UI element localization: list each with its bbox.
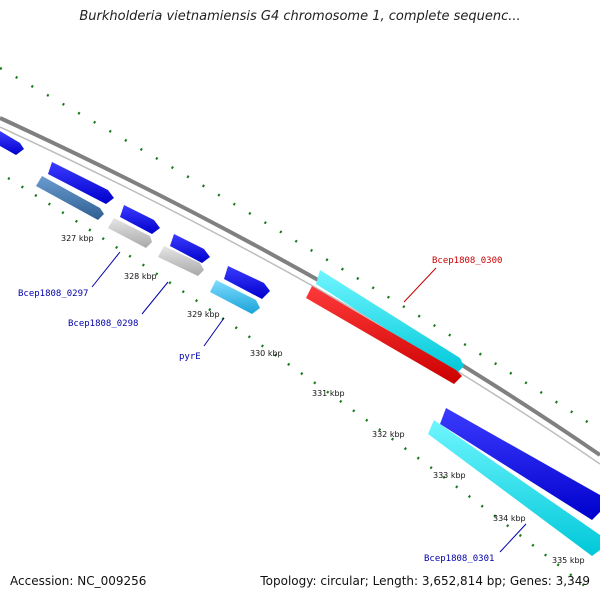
feature-cds-forward-4 xyxy=(170,234,210,263)
tick-label-327: 327 kbp xyxy=(61,234,94,243)
feature-other-steel xyxy=(36,176,104,220)
backbone-inner xyxy=(0,126,600,465)
accession-text: Accession: NC_009256 xyxy=(10,574,147,588)
feature-rna-cyan-2 xyxy=(428,420,600,556)
inner-tick-ring xyxy=(7,176,591,591)
tick-label-330: 330 kbp xyxy=(250,349,283,358)
leader-bcep0300 xyxy=(403,267,437,303)
leader-bcep0297 xyxy=(91,251,121,288)
tick-label-329: 329 kbp xyxy=(187,310,220,319)
feature-pseudo-grey-1 xyxy=(108,218,152,248)
tick-label-328: 328 kbp xyxy=(124,272,157,281)
leader-bcep0298 xyxy=(141,281,169,315)
tick-label-335: 335 kbp xyxy=(552,556,585,565)
leader-bcep0301 xyxy=(499,523,527,553)
feature-cds-forward-3 xyxy=(120,205,160,234)
gene-label-bcep0297[interactable]: Bcep1808_0297 xyxy=(18,289,88,299)
feature-cds-reverse-red xyxy=(306,286,462,384)
tick-label-333: 333 kbp xyxy=(433,471,466,480)
gene-label-pyrE[interactable]: pyrE xyxy=(179,352,201,362)
gene-label-bcep0301[interactable]: Bcep1808_0301 xyxy=(424,554,494,564)
feature-misc-sky xyxy=(210,280,260,314)
feature-cds-forward-1 xyxy=(0,131,24,155)
feature-pseudo-grey-2 xyxy=(158,246,204,276)
feature-cds-forward-5 xyxy=(224,266,270,299)
tick-label-331: 331 kbp xyxy=(312,389,345,398)
tick-label-332: 332 kbp xyxy=(372,430,405,439)
gene-label-bcep0298[interactable]: Bcep1808_0298 xyxy=(68,319,138,329)
tick-label-334: 334 kbp xyxy=(493,514,526,523)
feature-cds-forward-2 xyxy=(48,162,114,204)
backbone-outer xyxy=(0,116,600,457)
feature-rna-cyan-1 xyxy=(316,270,464,374)
gene-label-bcep0300[interactable]: Bcep1808_0300 xyxy=(432,256,502,266)
topology-stats-text: Topology: circular; Length: 3,652,814 bp… xyxy=(260,574,590,588)
outer-tick-ring xyxy=(0,66,600,432)
map-title: Burkholderia vietnamiensis G4 chromosome… xyxy=(79,9,521,24)
leader-pyrE xyxy=(203,317,225,347)
feature-cds-forward-6 xyxy=(440,408,600,520)
